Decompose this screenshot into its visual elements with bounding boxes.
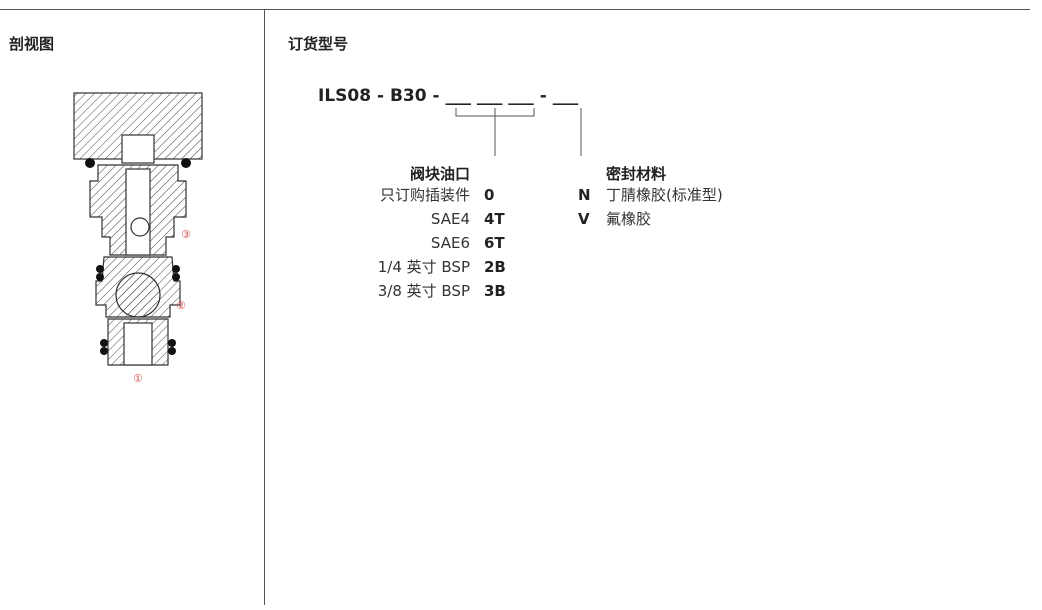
port-option-code: 6T xyxy=(484,234,505,252)
top-rule xyxy=(0,9,1030,10)
seal-option-label: 丁腈橡胶(标准型) xyxy=(606,186,723,204)
port-option-code: 2B xyxy=(484,258,506,276)
seal-option-label: 氟橡胶 xyxy=(606,210,652,228)
port-option-code: 3B xyxy=(484,282,506,300)
port-option-label: 3/8 英寸 BSP xyxy=(377,282,470,300)
cross-section-heading: 剖视图 xyxy=(9,35,55,53)
port-option-label: SAE4 xyxy=(430,210,470,228)
seal-title: 密封材料 xyxy=(606,165,667,183)
callout-1: ① xyxy=(133,372,143,385)
port-option-code: 4T xyxy=(484,210,505,228)
cartridge-cross-section-drawing xyxy=(73,92,203,366)
port-option-label: SAE6 xyxy=(430,234,470,252)
port-title: 阀块油口 xyxy=(409,165,470,183)
seal-option-code: V xyxy=(578,210,590,228)
column-divider xyxy=(264,9,265,605)
callout-3: ③ xyxy=(181,228,191,241)
port-option-label: 1/4 英寸 BSP xyxy=(377,258,470,276)
callout-2: ② xyxy=(176,299,186,312)
port-option-label: 只订购插装件 xyxy=(379,186,470,204)
ordering-code-heading: 订货型号 xyxy=(288,35,349,53)
port-option-code: 0 xyxy=(484,186,495,204)
model-code: ILS08 - B30 - ___ ___ ___ - ___ xyxy=(318,86,579,106)
seal-option-code: N xyxy=(578,186,591,204)
